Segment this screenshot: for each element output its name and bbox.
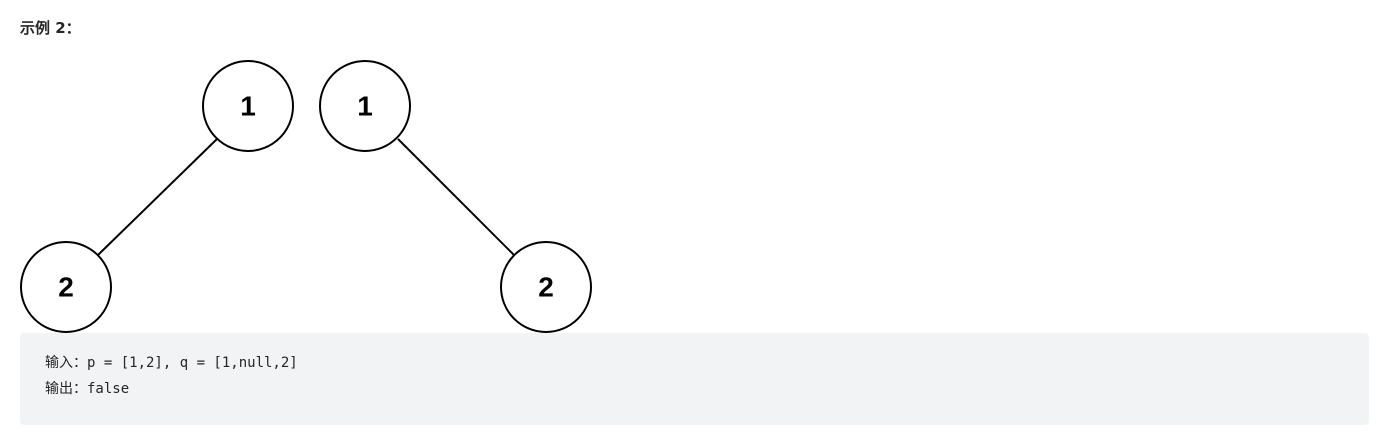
output-value: false — [87, 381, 130, 397]
left-tree-child-value: 2 — [58, 272, 74, 303]
left-tree-root-node: 1 — [202, 60, 294, 152]
left-tree-child-node: 2 — [20, 241, 112, 333]
input-line: 输入：p = [1,2], q = [1,null,2] — [45, 350, 1369, 376]
right-tree-edge — [397, 138, 515, 256]
output-line: 输出：false — [45, 376, 1369, 402]
example-heading: 示例 2： — [20, 19, 81, 37]
right-tree-child-value: 2 — [538, 272, 554, 303]
output-label: 输出： — [45, 381, 87, 397]
left-tree-edge — [97, 138, 218, 256]
tree-diagram: 1 2 1 2 — [20, 60, 592, 333]
right-tree-child-node: 2 — [500, 241, 592, 333]
example-code-block: 输入：p = [1,2], q = [1,null,2] 输出：false — [20, 333, 1369, 425]
right-tree-root-value: 1 — [357, 91, 373, 122]
right-tree-root-node: 1 — [319, 60, 411, 152]
input-value: p = [1,2], q = [1,null,2] — [87, 355, 298, 371]
input-label: 输入： — [45, 355, 87, 371]
left-tree-root-value: 1 — [240, 91, 256, 122]
